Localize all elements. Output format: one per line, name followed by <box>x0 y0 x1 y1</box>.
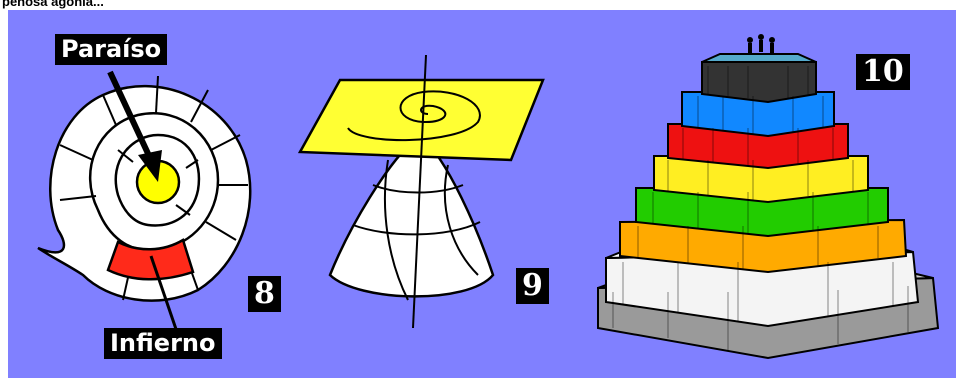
terrace-top <box>702 62 816 102</box>
illustration-panel: Paraíso Infierno 8 9 10 <box>8 10 956 378</box>
spiral-diagram <box>38 76 250 301</box>
cone-diagram <box>300 55 543 328</box>
figure-number-10: 10 <box>856 54 910 90</box>
infierno-label: Infierno <box>104 328 222 359</box>
figure-number-8: 8 <box>248 276 281 312</box>
figure-number-9: 9 <box>516 268 549 304</box>
illustration-svg <box>8 10 956 378</box>
top-figures <box>747 34 775 53</box>
caption-text: penosa agonía... <box>2 0 104 9</box>
paraiso-label: Paraíso <box>55 34 167 65</box>
